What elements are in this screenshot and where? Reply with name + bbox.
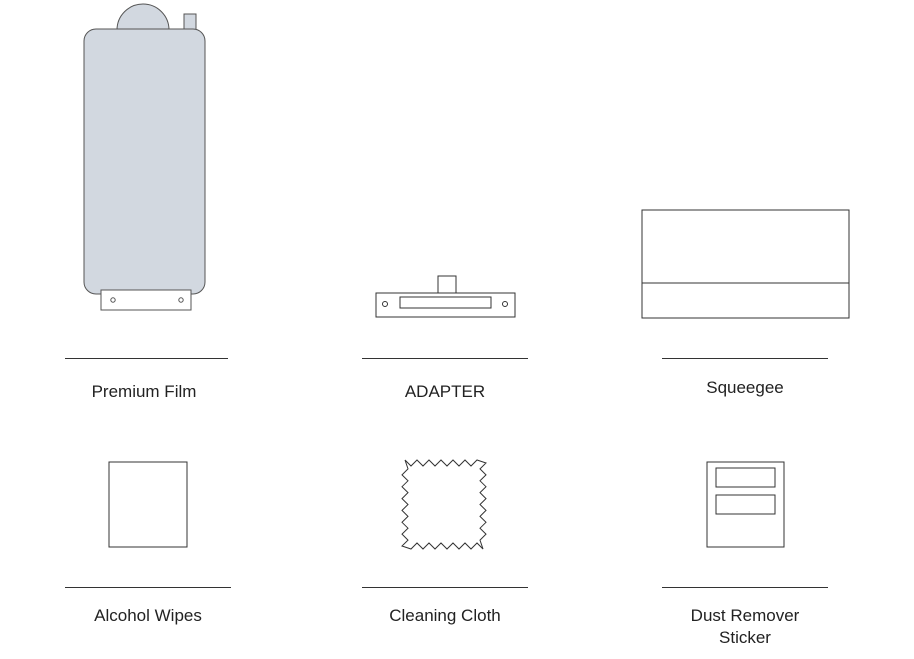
divider-dust-remover-sticker	[662, 587, 828, 588]
dust-remover-sticker-icon	[706, 461, 785, 548]
label-alcohol-wipes: Alcohol Wipes	[94, 606, 202, 625]
divider-cleaning-cloth	[362, 587, 528, 588]
divider-premium-film	[65, 358, 228, 359]
adapter-icon	[375, 275, 516, 318]
premium-film-icon	[83, 3, 206, 311]
label-squeegee: Squeegee	[706, 378, 784, 397]
divider-adapter	[362, 358, 528, 359]
squeegee-icon	[641, 209, 850, 319]
divider-squeegee	[662, 358, 828, 359]
label-dust-remover-sticker: Dust Remover Sticker	[690, 606, 800, 647]
label-premium-film: Premium Film	[91, 382, 197, 401]
cleaning-cloth-icon	[401, 459, 487, 550]
divider-alcohol-wipes	[65, 587, 231, 588]
label-cleaning-cloth: Cleaning Cloth	[389, 606, 501, 625]
label-adapter: ADAPTER	[404, 382, 486, 401]
alcohol-wipes-icon	[108, 461, 188, 548]
